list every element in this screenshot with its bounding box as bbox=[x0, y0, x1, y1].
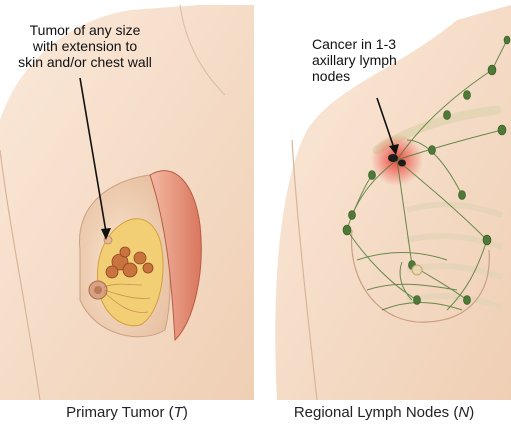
lymph-nodes-panel: Cancer in 1-3 axillary lymph nodes bbox=[257, 0, 511, 400]
lymph-nodes-caption: Regional Lymph Nodes (N) bbox=[257, 404, 511, 421]
lymph-callout-label: Cancer in 1-3 axillary lymph nodes bbox=[312, 36, 432, 84]
primary-tumor-panel: Tumor of any size with extension to skin… bbox=[0, 0, 254, 400]
caption-letter-n: N bbox=[458, 404, 469, 421]
caption-letter-t: T bbox=[174, 404, 183, 421]
primary-tumor-caption: Primary Tumor (T) bbox=[0, 404, 254, 421]
nipple bbox=[412, 265, 422, 275]
tumor-callout-label: Tumor of any size with extension to skin… bbox=[10, 22, 160, 70]
